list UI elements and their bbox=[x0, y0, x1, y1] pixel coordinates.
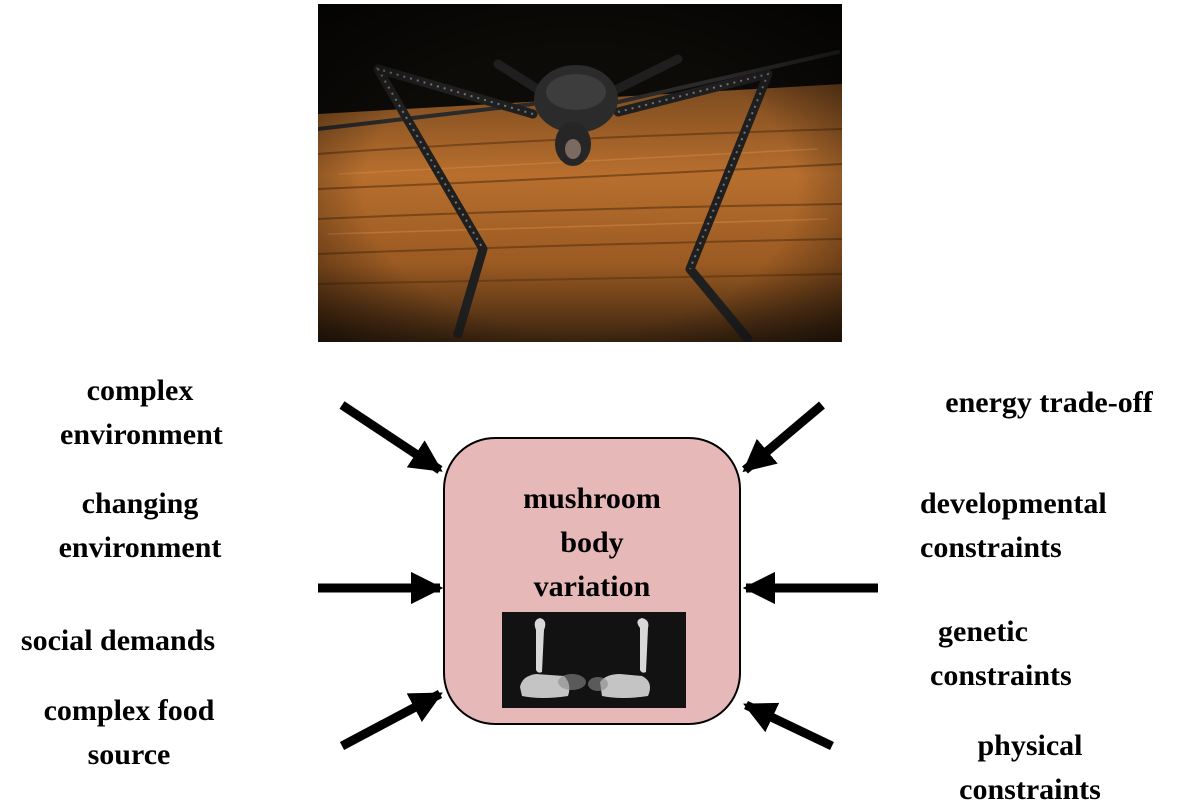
left-factor-4-line-2: source bbox=[87, 738, 171, 771]
arrow-top-left bbox=[339, 401, 443, 474]
left-factor-2-line-1: changing bbox=[81, 487, 199, 520]
right-factor-3-line-1: genetic bbox=[938, 615, 1028, 648]
center-title-line-1: mushroom bbox=[523, 482, 661, 515]
right-factor-4-line-2: constraints bbox=[959, 773, 1101, 806]
beetle-photo bbox=[318, 4, 842, 342]
right-factor-1: energy trade-off bbox=[920, 381, 1178, 425]
right-factor-3-line-2: constraints bbox=[930, 659, 1072, 692]
left-factor-4: complex food source bbox=[20, 689, 238, 777]
arrow-bottom-right bbox=[743, 700, 834, 751]
left-factor-1: complex environment bbox=[60, 369, 223, 457]
arrow-bottom-left bbox=[339, 690, 443, 750]
left-factor-4-line-1: complex food bbox=[43, 694, 215, 727]
right-factor-3: genetic constraints bbox=[930, 610, 1130, 698]
left-factor-1-line-1: complex bbox=[86, 374, 194, 407]
left-factor-1-line-2: environment bbox=[60, 418, 223, 451]
left-factor-2-line-2: environment bbox=[58, 531, 222, 564]
right-factor-1-line-1: energy trade-off bbox=[945, 386, 1153, 419]
right-factor-2-line-2: constraints bbox=[920, 531, 1062, 564]
mushroom-body-variation-box: mushroom body variation bbox=[443, 437, 741, 725]
right-factor-2-line-1: developmental bbox=[920, 487, 1107, 520]
arrow-top-right bbox=[742, 401, 825, 474]
left-factor-3-line-1: social demands bbox=[20, 624, 216, 657]
left-factor-3: social demands bbox=[0, 619, 236, 663]
left-factor-2: changing environment bbox=[50, 482, 230, 570]
center-title-line-3: variation bbox=[533, 570, 651, 603]
right-factor-2: developmental constraints bbox=[920, 482, 1160, 570]
mushroom-body-micrograph bbox=[502, 612, 686, 708]
center-title-line-2: body bbox=[560, 526, 624, 559]
right-factor-4-line-1: physical bbox=[977, 729, 1083, 762]
center-title: mushroom body variation bbox=[445, 477, 739, 609]
right-factor-4: physical constraints bbox=[935, 724, 1125, 812]
